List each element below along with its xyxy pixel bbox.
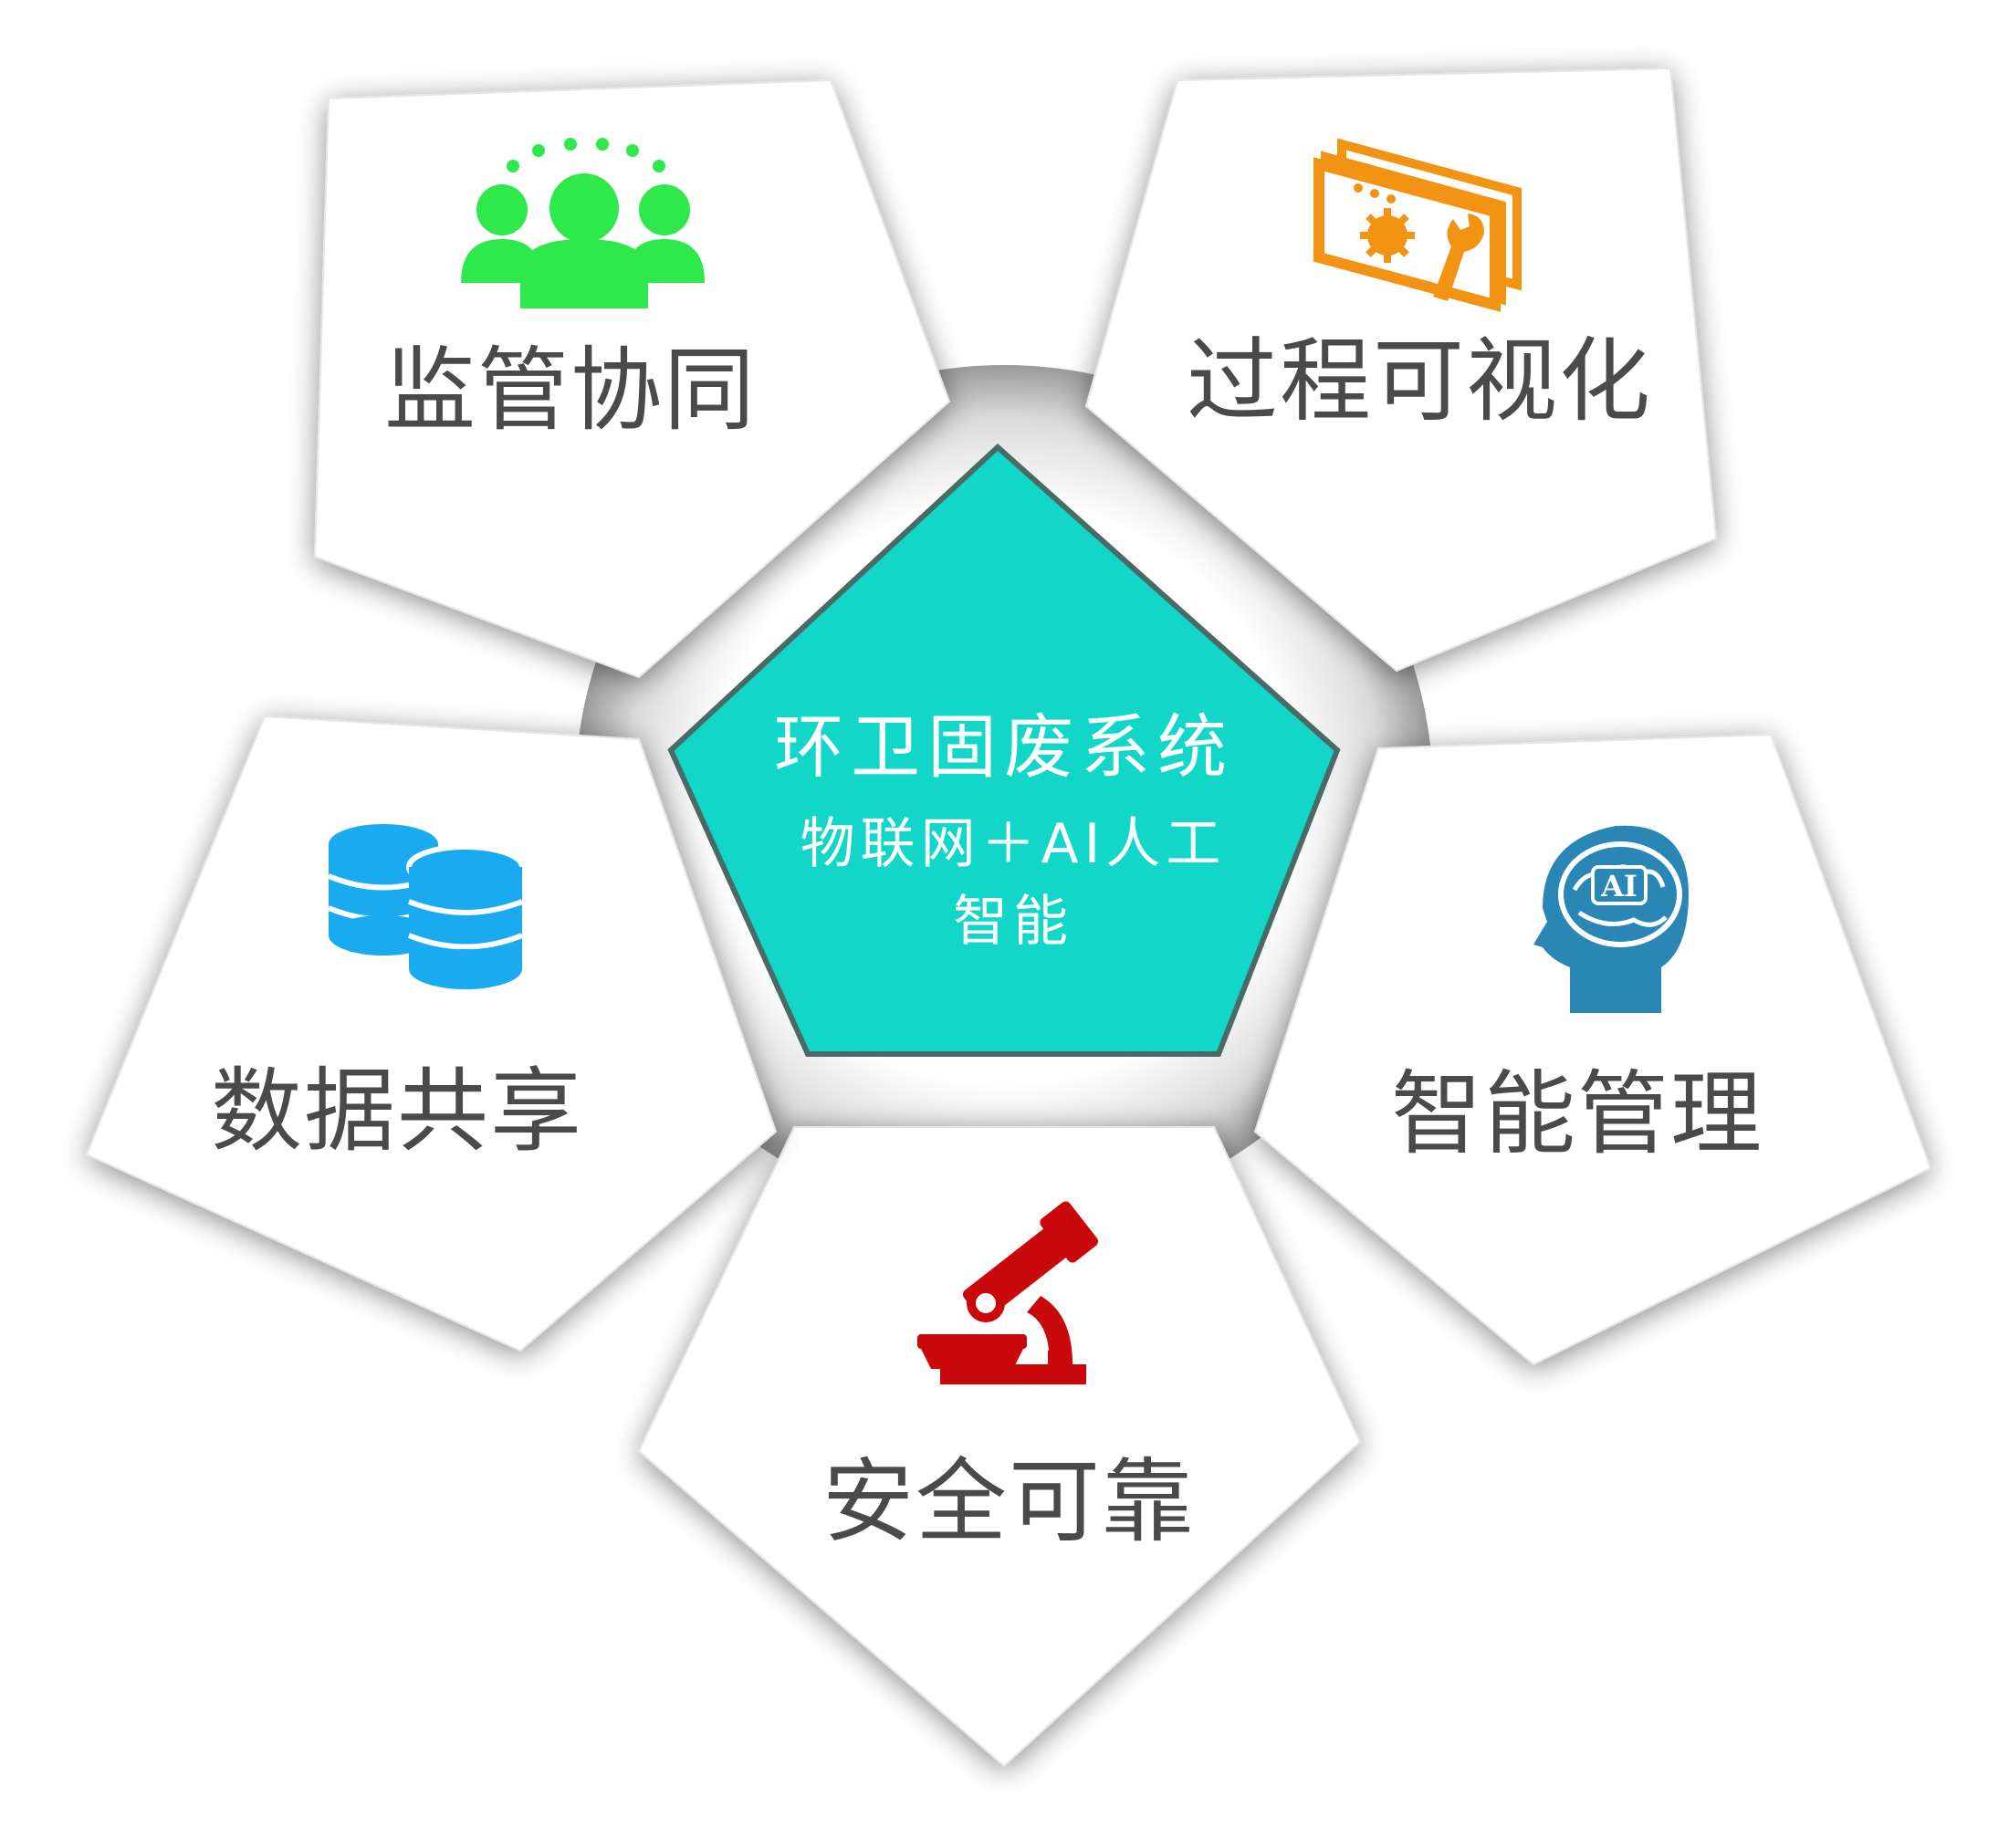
petal-label-smart-management: 智能管理 — [1391, 1060, 1763, 1167]
center-pentagon: 环卫固废系统 物联网＋AI人工 智能 — [667, 443, 1341, 1057]
team-icon — [461, 138, 705, 308]
petal-label-safety: 安全可靠 — [822, 1448, 1195, 1555]
ai-brain-head-icon: AI — [1533, 825, 1689, 1013]
petal-left — [85, 715, 778, 1352]
database-icon — [327, 824, 525, 989]
microscope-icon — [917, 1201, 1099, 1384]
petal-top-left — [313, 78, 951, 679]
center-subtitle-2: 智能 — [953, 890, 1073, 954]
svg-text:AI: AI — [1600, 869, 1638, 903]
center-subtitle: 物联网＋AI人工 — [800, 812, 1227, 876]
center-pentagon-shape — [667, 443, 1341, 1057]
petal-label-process-visualization: 过程可视化 — [1187, 328, 1652, 434]
settings-screen-icon — [1313, 138, 1522, 312]
petal-right — [1253, 733, 1932, 1366]
petal-bottom — [637, 1126, 1362, 1768]
center-title: 环卫固废系统 — [774, 706, 1234, 788]
petal-label-data-sharing: 数据共享 — [211, 1058, 583, 1164]
petal-label-supervision: 监管协同 — [384, 337, 757, 444]
petal-top-right — [1084, 67, 1718, 673]
